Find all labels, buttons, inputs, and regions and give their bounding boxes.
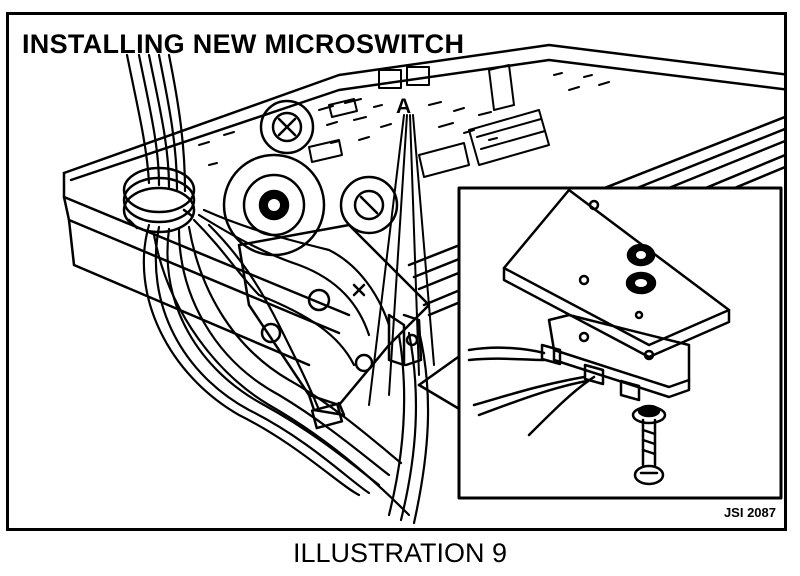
callout-a-leaders (368, 114, 435, 406)
figure-frame: INSTALLING NEW MICROSWITCH A JSI 2087 (6, 12, 787, 531)
figure-caption: ILLUSTRATION 9 (292, 538, 508, 568)
detail-inset (417, 186, 783, 500)
board-components (198, 64, 610, 178)
round-components (222, 99, 399, 257)
reference-code: JSI 2087 (723, 505, 776, 520)
callout-label-a: A (396, 95, 412, 118)
microswitch-bracket (237, 223, 431, 430)
figure-title: INSTALLING NEW MICROSWITCH (22, 29, 465, 59)
microswitch-installation-drawing (62, 43, 784, 525)
wire-harness (125, 53, 430, 525)
